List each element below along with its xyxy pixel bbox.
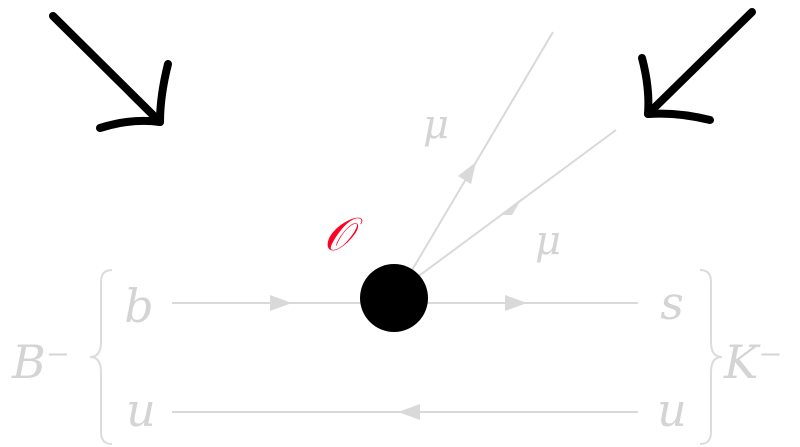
interaction-vertex [360, 264, 428, 332]
muon-outgoing-arrowhead [458, 162, 476, 184]
muon-outgoing-line [404, 31, 554, 283]
u-quark-right-label: u [657, 383, 687, 437]
left-brace [89, 269, 113, 445]
pointer-arrow-left [49, 12, 172, 132]
s-quark-arrowhead [505, 295, 527, 311]
operator-label: 𝒪 [324, 207, 364, 261]
pointer-arrow-right [638, 8, 756, 124]
u-quark-left-label: u [126, 383, 156, 437]
initial-hadron-label: B⁻ [11, 335, 70, 389]
u-quark-arrowhead [398, 404, 420, 420]
muon-incoming-label: μ [535, 218, 561, 264]
right-brace [699, 269, 723, 445]
s-quark-label: s [660, 276, 684, 330]
b-quark-arrowhead [270, 295, 292, 311]
b-quark-label: b [124, 279, 153, 333]
final-hadron-label: K⁻ [723, 335, 783, 389]
muon-outgoing-label: μ [423, 102, 449, 148]
muon-incoming-arrowhead [500, 198, 522, 215]
